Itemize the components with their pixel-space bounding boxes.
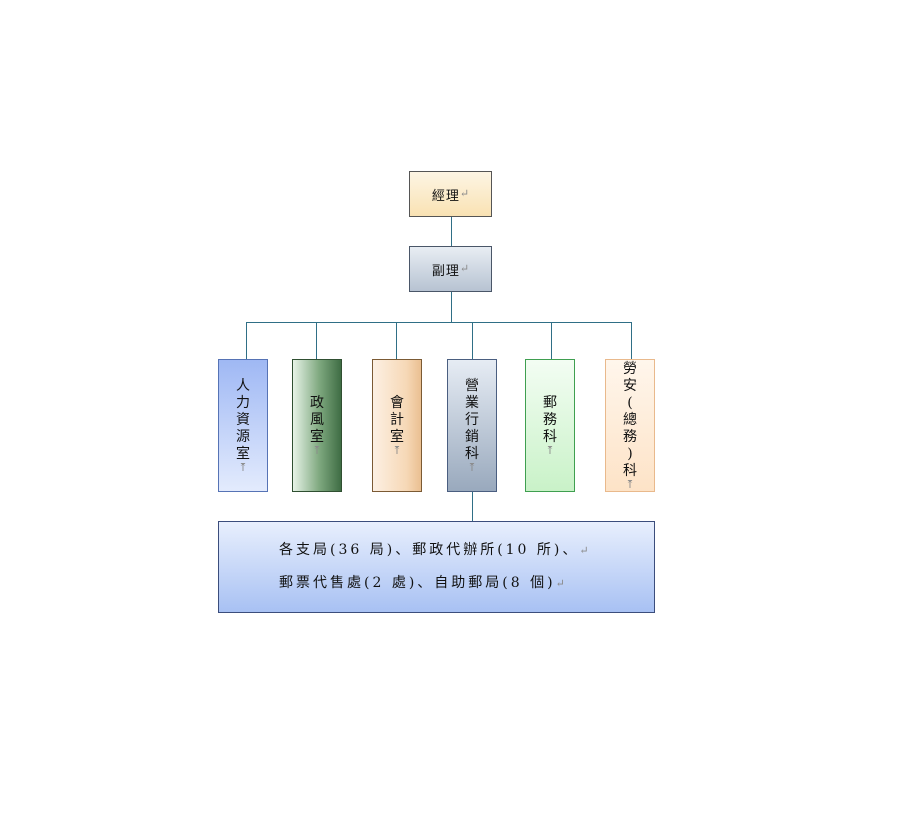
- dept-char: 科: [543, 429, 557, 445]
- paragraph-mark: ⤒: [392, 444, 402, 457]
- dept-char: 務: [623, 429, 637, 445]
- return-mark: ↵: [459, 187, 470, 200]
- dept-char: 安: [623, 378, 637, 394]
- branch-line-2-text: 郵票代售處(2 處)、自助郵局(8 個): [279, 575, 556, 591]
- dept-char: 資: [236, 412, 250, 428]
- dept-sales-marketing: 營 業 行 銷 科 ⤒: [447, 359, 497, 492]
- manager-label: 經理: [431, 188, 460, 204]
- paragraph-mark: ⤒: [312, 444, 322, 457]
- connector-drop-2: [316, 322, 317, 359]
- dept-label: 營 業 行 銷 科 ⤒: [465, 378, 479, 473]
- dept-labor-safety: 勞 安 ( 總 務 ) 科 ⤒: [605, 359, 655, 492]
- dept-char: 源: [236, 429, 250, 445]
- branch-line-1: 各支局(36 局)、郵政代辦所(10 所)、↵: [279, 534, 592, 567]
- connector-drop-3: [396, 322, 397, 359]
- dept-char: 室: [310, 429, 324, 445]
- dept-char: 務: [543, 412, 557, 428]
- connector-drop-6: [631, 322, 632, 359]
- connector-drop-1: [246, 322, 247, 359]
- dept-char: ): [627, 446, 633, 462]
- connector-drop-5: [551, 322, 552, 359]
- dept-char: 營: [465, 378, 479, 394]
- dept-char: 政: [310, 395, 324, 411]
- connector-drop-4: [472, 322, 473, 359]
- deputy-label: 副理: [431, 263, 460, 279]
- dept-char: 室: [236, 446, 250, 462]
- dept-char: 科: [623, 463, 637, 479]
- deputy-node: 副理↵: [409, 246, 492, 292]
- connector-deputy-bus: [451, 292, 452, 323]
- return-mark: ↵: [555, 577, 568, 590]
- connector-horizontal-bus: [246, 322, 632, 323]
- manager-node: 經理↵: [409, 171, 492, 217]
- dept-char: 計: [390, 412, 404, 428]
- dept-char: 會: [390, 395, 404, 411]
- return-mark: ↵: [579, 544, 592, 557]
- paragraph-mark: ⤒: [625, 478, 635, 491]
- dept-char: 總: [623, 412, 637, 428]
- branch-offices-node: 各支局(36 局)、郵政代辦所(10 所)、↵ 郵票代售處(2 處)、自助郵局(…: [218, 521, 655, 613]
- dept-human-resources: 人 力 資 源 室 ⤒: [218, 359, 268, 492]
- branch-line-2: 郵票代售處(2 處)、自助郵局(8 個)↵: [279, 567, 568, 600]
- dept-char: 室: [390, 429, 404, 445]
- dept-char: 郵: [543, 395, 557, 411]
- dept-char: 力: [236, 395, 250, 411]
- dept-char: 人: [236, 378, 250, 394]
- connector-manager-deputy: [451, 217, 452, 246]
- dept-label: 人 力 資 源 室 ⤒: [236, 378, 250, 473]
- dept-char: 科: [465, 446, 479, 462]
- dept-char: 風: [310, 412, 324, 428]
- dept-label: 政 風 室 ⤒: [310, 395, 324, 456]
- paragraph-mark: ⤒: [238, 461, 248, 474]
- dept-char: 銷: [465, 429, 479, 445]
- connector-sales-branch: [472, 492, 473, 521]
- return-mark: ↵: [459, 262, 470, 275]
- dept-char: 行: [465, 412, 479, 428]
- paragraph-mark: ⤒: [467, 461, 477, 474]
- dept-char: 勞: [623, 361, 637, 377]
- dept-label: 勞 安 ( 總 務 ) 科 ⤒: [623, 361, 637, 490]
- dept-accounting: 會 計 室 ⤒: [372, 359, 422, 492]
- dept-postal-affairs: 郵 務 科 ⤒: [525, 359, 575, 492]
- dept-char: (: [627, 395, 633, 411]
- dept-char: 業: [465, 395, 479, 411]
- branch-line-1-text: 各支局(36 局)、郵政代辦所(10 所)、: [279, 542, 580, 558]
- dept-label: 郵 務 科 ⤒: [543, 395, 557, 456]
- dept-label: 會 計 室 ⤒: [390, 395, 404, 456]
- dept-ethics: 政 風 室 ⤒: [292, 359, 342, 492]
- paragraph-mark: ⤒: [545, 444, 555, 457]
